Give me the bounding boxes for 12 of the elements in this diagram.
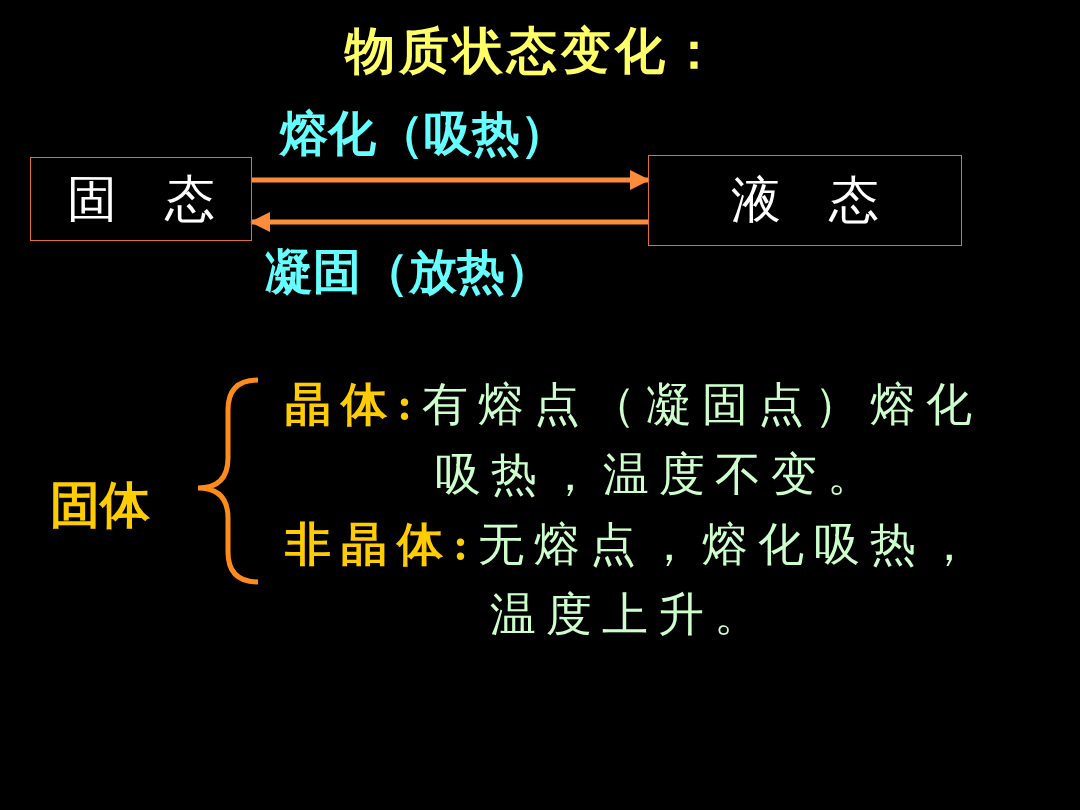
category-label: 固体 bbox=[50, 476, 150, 535]
term-label: 非晶体: bbox=[285, 519, 479, 570]
arrow bbox=[252, 170, 650, 190]
title: 物质状态变化： bbox=[345, 22, 723, 81]
state-label: 固 态 bbox=[66, 169, 216, 229]
description-text: 有熔点（凝固点）熔化吸热，温度不变。 bbox=[422, 379, 983, 500]
state-box bbox=[648, 155, 962, 246]
state-box bbox=[30, 157, 252, 241]
arrow bbox=[250, 212, 648, 232]
state-label: 液 态 bbox=[730, 171, 880, 230]
description-text: 无熔点，熔化吸热，温度上升。 bbox=[478, 519, 983, 640]
term-label: 晶体: bbox=[285, 379, 423, 430]
